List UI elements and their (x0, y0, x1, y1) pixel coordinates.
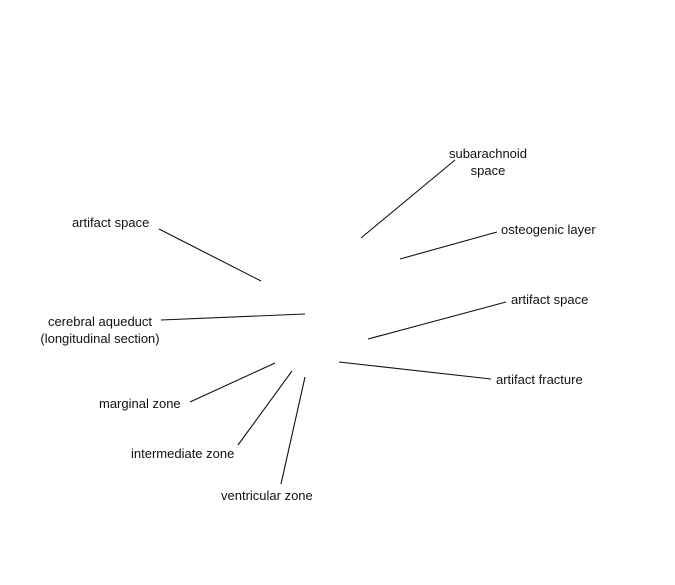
leader-artifact-fracture (338, 361, 492, 380)
label-cerebral-aqueduct: cerebral aqueduct (longitudinal section) (30, 313, 170, 347)
leader-osteogenic-layer (399, 231, 498, 260)
label-artifact-fracture: artifact fracture (496, 372, 583, 387)
leader-subarachnoid-space (360, 159, 456, 239)
label-subarachnoid-space-line2: space (470, 163, 506, 178)
leader-artifact-space-right (367, 301, 507, 340)
label-intermediate-zone: intermediate zone (131, 446, 235, 461)
leader-cerebral-aqueduct (160, 313, 306, 321)
leader-ventricular-zone (280, 376, 306, 485)
leader-intermediate-zone (237, 370, 293, 446)
label-cerebral-aqueduct-line2: (longitudinal section) (40, 331, 160, 346)
label-subarachnoid-space-line1: subarachnoid (448, 146, 528, 161)
leader-artifact-space-left (158, 228, 262, 282)
label-artifact-space-right: artifact space (511, 292, 589, 307)
label-subarachnoid-space: subarachnoid space (448, 145, 528, 179)
label-cerebral-aqueduct-line1: cerebral aqueduct (47, 314, 153, 329)
leader-marginal-zone (189, 362, 276, 403)
label-ventricular-zone: ventricular zone (221, 488, 313, 503)
label-marginal-zone: marginal zone (99, 396, 181, 411)
label-osteogenic-layer: osteogenic layer (501, 222, 596, 237)
label-artifact-space-left: artifact space (72, 215, 150, 230)
